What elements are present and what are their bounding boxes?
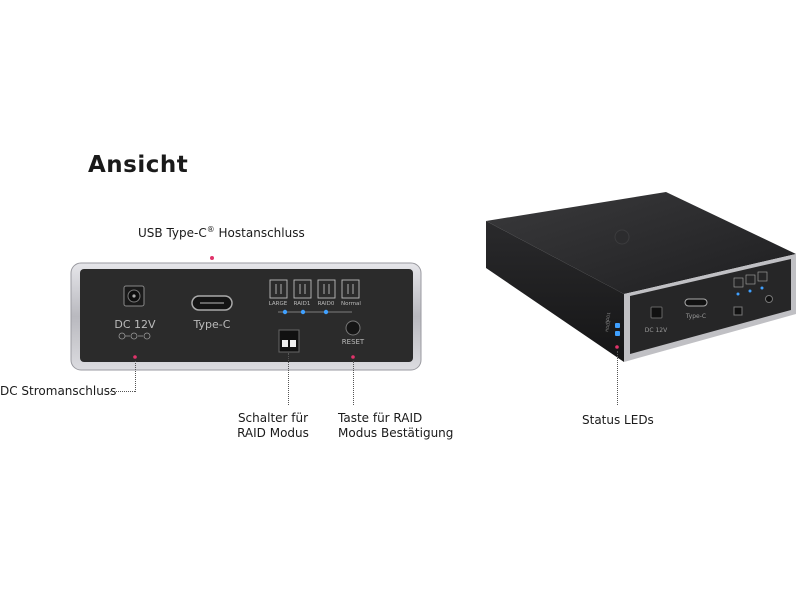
reset-button-icon — [345, 320, 361, 336]
usb-c-port-icon — [191, 295, 233, 311]
page-title: Ansicht — [88, 152, 189, 178]
callout-raid-button: Taste für RAID Modus Bestätigung — [338, 411, 454, 440]
raid-mode-diagram — [269, 279, 360, 299]
panel-reset-label: RESET — [342, 338, 365, 346]
device-side — [486, 221, 624, 362]
device-typec-label: Type-C — [685, 313, 706, 320]
device-logo-icon — [614, 229, 630, 245]
device-dc-jack-icon — [650, 306, 663, 319]
raid-mode-switch — [278, 329, 300, 353]
hdd-led-1 — [615, 323, 620, 328]
mode-label-raid0: RAID0 — [318, 301, 335, 307]
callout-usb-typec: USB Type-C® Hostanschluss — [138, 225, 305, 240]
device-perspective-illustration: HDD1 HDD2 DC 12V Type-C — [486, 192, 796, 362]
callout-dc-port: DC Stromanschluss — [0, 384, 117, 398]
front-panel-diagram: DC 12V Type-C LARGE RAID1 RAID0 Normal R… — [70, 262, 422, 371]
hdd-led-2 — [615, 331, 620, 336]
callout-status-leds: Status LEDs — [582, 413, 654, 427]
panel-typec-label: Type-C — [193, 318, 231, 331]
mode-label-normal: Normal — [341, 301, 361, 307]
panel-dc-label: DC 12V — [114, 318, 156, 331]
device-top — [486, 192, 796, 294]
mode-label-raid1: RAID1 — [294, 301, 311, 307]
device-dc-label: DC 12V — [645, 327, 668, 334]
dc-jack-icon — [123, 285, 145, 307]
device-front-face — [630, 259, 791, 354]
mode-led-1 — [282, 309, 288, 315]
device-led-label-2: HDD2 — [604, 319, 611, 332]
panel-face — [80, 269, 413, 362]
mode-led-2 — [300, 309, 306, 315]
callout-raid-switch: Schalter für RAID Modus — [237, 411, 309, 440]
mode-label-large: LARGE — [269, 301, 288, 307]
mode-led-3 — [323, 309, 329, 315]
device-usb-c-icon — [684, 298, 708, 307]
device-led-label-1: HDD1 — [604, 311, 611, 324]
device-switch-icon — [733, 306, 743, 316]
polarity-icon — [118, 332, 151, 340]
device-reset-icon — [765, 295, 773, 303]
